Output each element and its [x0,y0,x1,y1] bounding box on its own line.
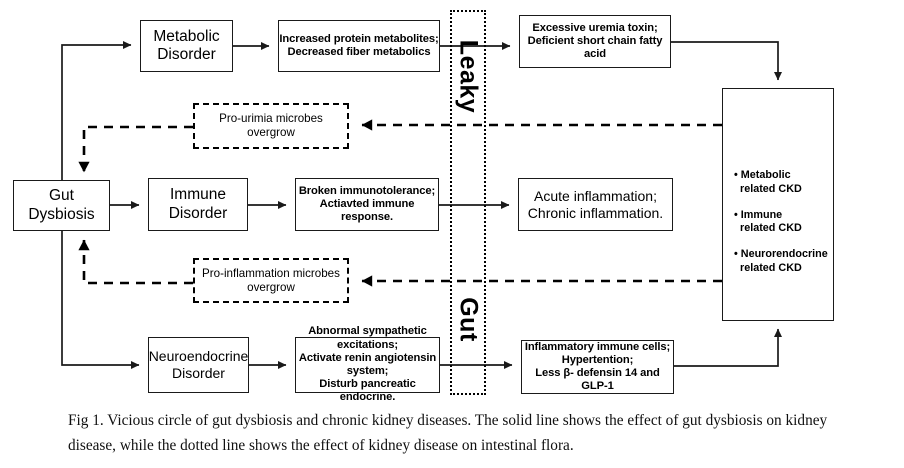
band-label-leaky: Leaky [454,39,483,114]
node-inflammation-outcome[interactable]: Acute inflammation; Chronic inflammation… [518,178,673,231]
node-neuroendocrine-disorder[interactable]: Neuroendocrine Disorder [148,337,249,393]
node-ckd-outcomes[interactable]: • Metabolic related CKD • Immune related… [722,88,834,321]
list-item: • Metabolic related CKD [734,169,828,197]
node-immune-disorder[interactable]: Immune Disorder [148,178,248,231]
node-metabolic-effect-label: Increased protein metabolites; Decreased… [279,32,439,58]
list-item: • Immune related CKD [734,209,828,237]
ckd-item-sub: related CKD [740,182,802,195]
node-neuroendocrine-effect[interactable]: Abnormal sympathetic excitations; Activa… [295,325,440,403]
ckd-item-head: Metabolic [740,169,791,181]
node-pro-urimia-microbes-label: Pro-urimia microbes overgrow [219,112,323,139]
node-inflammation-outcome-label: Acute inflammation; Chronic inflammation… [527,187,664,221]
node-neuroendocrine-effect-label: Abnormal sympathetic excitations; Activa… [298,325,437,404]
ckd-item-sub: related CKD [740,222,802,235]
node-immune-effect[interactable]: Broken immunotolerance; Actiavted immune… [295,178,439,231]
leaky-gut-barrier-band: Leaky Gut [449,10,487,395]
node-pro-inflammation-microbes-label: Pro-inflammation microbes overgrow [202,266,340,294]
band-label-gut: Gut [454,297,483,342]
node-metabolic-disorder[interactable]: Metabolic Disorder [140,20,233,72]
ckd-item-head: Neurorendocrine [740,248,828,261]
node-neuroendocrine-disorder-label: Neuroendocrine Disorder [148,348,249,381]
diagram-area: Gut Dysbiosis Metabolic Disorder Immune … [13,10,834,403]
figure-caption: Fig 1. Vicious circle of gut dysbiosis a… [68,412,828,455]
node-inflammatory-cells-outcome-label: Inflammatory immune cells; Hypertention;… [524,340,671,393]
list-item: • Neurorendocrine related CKD [734,248,828,276]
ckd-outcome-list: • Metabolic related CKD • Immune related… [734,169,828,276]
node-immune-disorder-label: Immune Disorder [168,186,228,222]
bullet-icon: • [734,248,738,261]
bullet-icon: • [734,169,738,181]
node-pro-inflammation-microbes[interactable]: Pro-inflammation microbes overgrow [193,258,349,303]
node-inflammatory-cells-outcome[interactable]: Inflammatory immune cells; Hypertention;… [521,340,674,394]
node-pro-urimia-microbes[interactable]: Pro-urimia microbes overgrow [193,103,349,149]
node-metabolic-effect[interactable]: Increased protein metabolites; Decreased… [278,20,440,72]
node-uremia-outcome[interactable]: Excessive uremia toxin; Deficient short … [519,15,671,68]
node-gut-dysbiosis-label: Gut Dysbiosis [28,187,95,223]
node-gut-dysbiosis[interactable]: Gut Dysbiosis [13,180,110,231]
ckd-item-head: Immune [740,208,783,221]
node-uremia-outcome-label: Excessive uremia toxin; Deficient short … [527,21,663,61]
diagram-connectors [13,40,783,370]
node-metabolic-disorder-label: Metabolic Disorder [153,27,220,63]
ckd-item-sub: related CKD [740,262,802,275]
bullet-icon: • [734,208,738,221]
node-immune-effect-label: Broken immunotolerance; Actiavted immune… [298,184,436,224]
